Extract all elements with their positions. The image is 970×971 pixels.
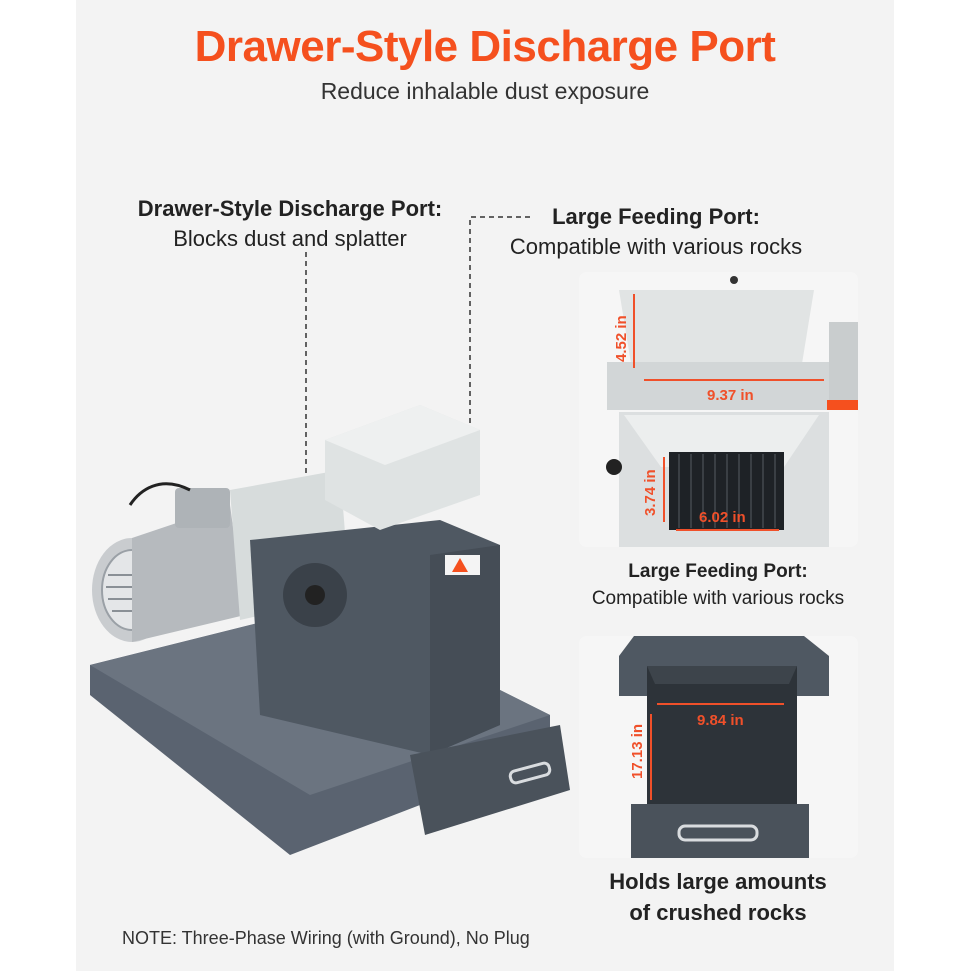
feeding-port-caption: Large Feeding Port: Compatible with vari… xyxy=(560,558,876,612)
feeding-caption-heading: Large Feeding Port: xyxy=(628,561,808,582)
drawer-front-handle xyxy=(677,824,759,842)
hopper-lid xyxy=(619,290,814,382)
dim-height-inner: 3.74 in xyxy=(642,469,659,516)
callout-feeding-text: Compatible with various rocks xyxy=(509,234,803,259)
power-cable xyxy=(128,482,191,506)
discharge-drawer xyxy=(410,725,570,835)
callout-feeding-heading: Large Feeding Port: xyxy=(552,204,760,229)
electric-motor xyxy=(92,482,245,642)
drawer-interior xyxy=(647,666,797,806)
page-title: Drawer-Style Discharge Port xyxy=(194,22,776,71)
feeding-caption-text: Compatible with various rocks xyxy=(591,588,845,609)
warning-icon xyxy=(452,558,468,572)
motor-junction-box xyxy=(175,488,230,528)
callout-discharge-text: Blocks dust and splatter xyxy=(173,226,407,251)
feeding-port-detail-card: 4.52 in 9.37 in 3.74 in 6.02 in xyxy=(579,272,858,547)
callout-feeding-port: Large Feeding Port: Compatible with vari… xyxy=(470,202,842,262)
dim-width-top: 9.37 in xyxy=(707,387,754,404)
callout-discharge-port: Drawer-Style Discharge Port: Blocks dust… xyxy=(110,194,470,254)
drawer-detail-card: 9.84 in 17.13 in xyxy=(579,636,858,858)
dim-drawer-depth: 17.13 in xyxy=(629,723,646,779)
drawer-caption: Holds large amounts of crushed rocks xyxy=(560,866,876,928)
drawer-handle xyxy=(508,761,552,785)
rock-crusher-machine xyxy=(90,405,570,855)
dim-drawer-width: 9.84 in xyxy=(697,712,744,729)
page-subtitle: Reduce inhalable dust exposure xyxy=(320,78,650,104)
feeding-leader-line xyxy=(469,216,530,488)
drawer-caption-line2: of crushed rocks xyxy=(629,900,807,925)
drawer-front xyxy=(631,804,809,858)
drawer-caption-line1: Holds large amounts xyxy=(609,869,827,894)
callout-discharge-heading: Drawer-Style Discharge Port: xyxy=(137,196,443,221)
wiring-note: NOTE: Three-Phase Wiring (with Ground), … xyxy=(122,928,530,948)
dim-width-inner: 6.02 in xyxy=(699,509,746,526)
dim-height-top: 4.52 in xyxy=(613,315,630,362)
